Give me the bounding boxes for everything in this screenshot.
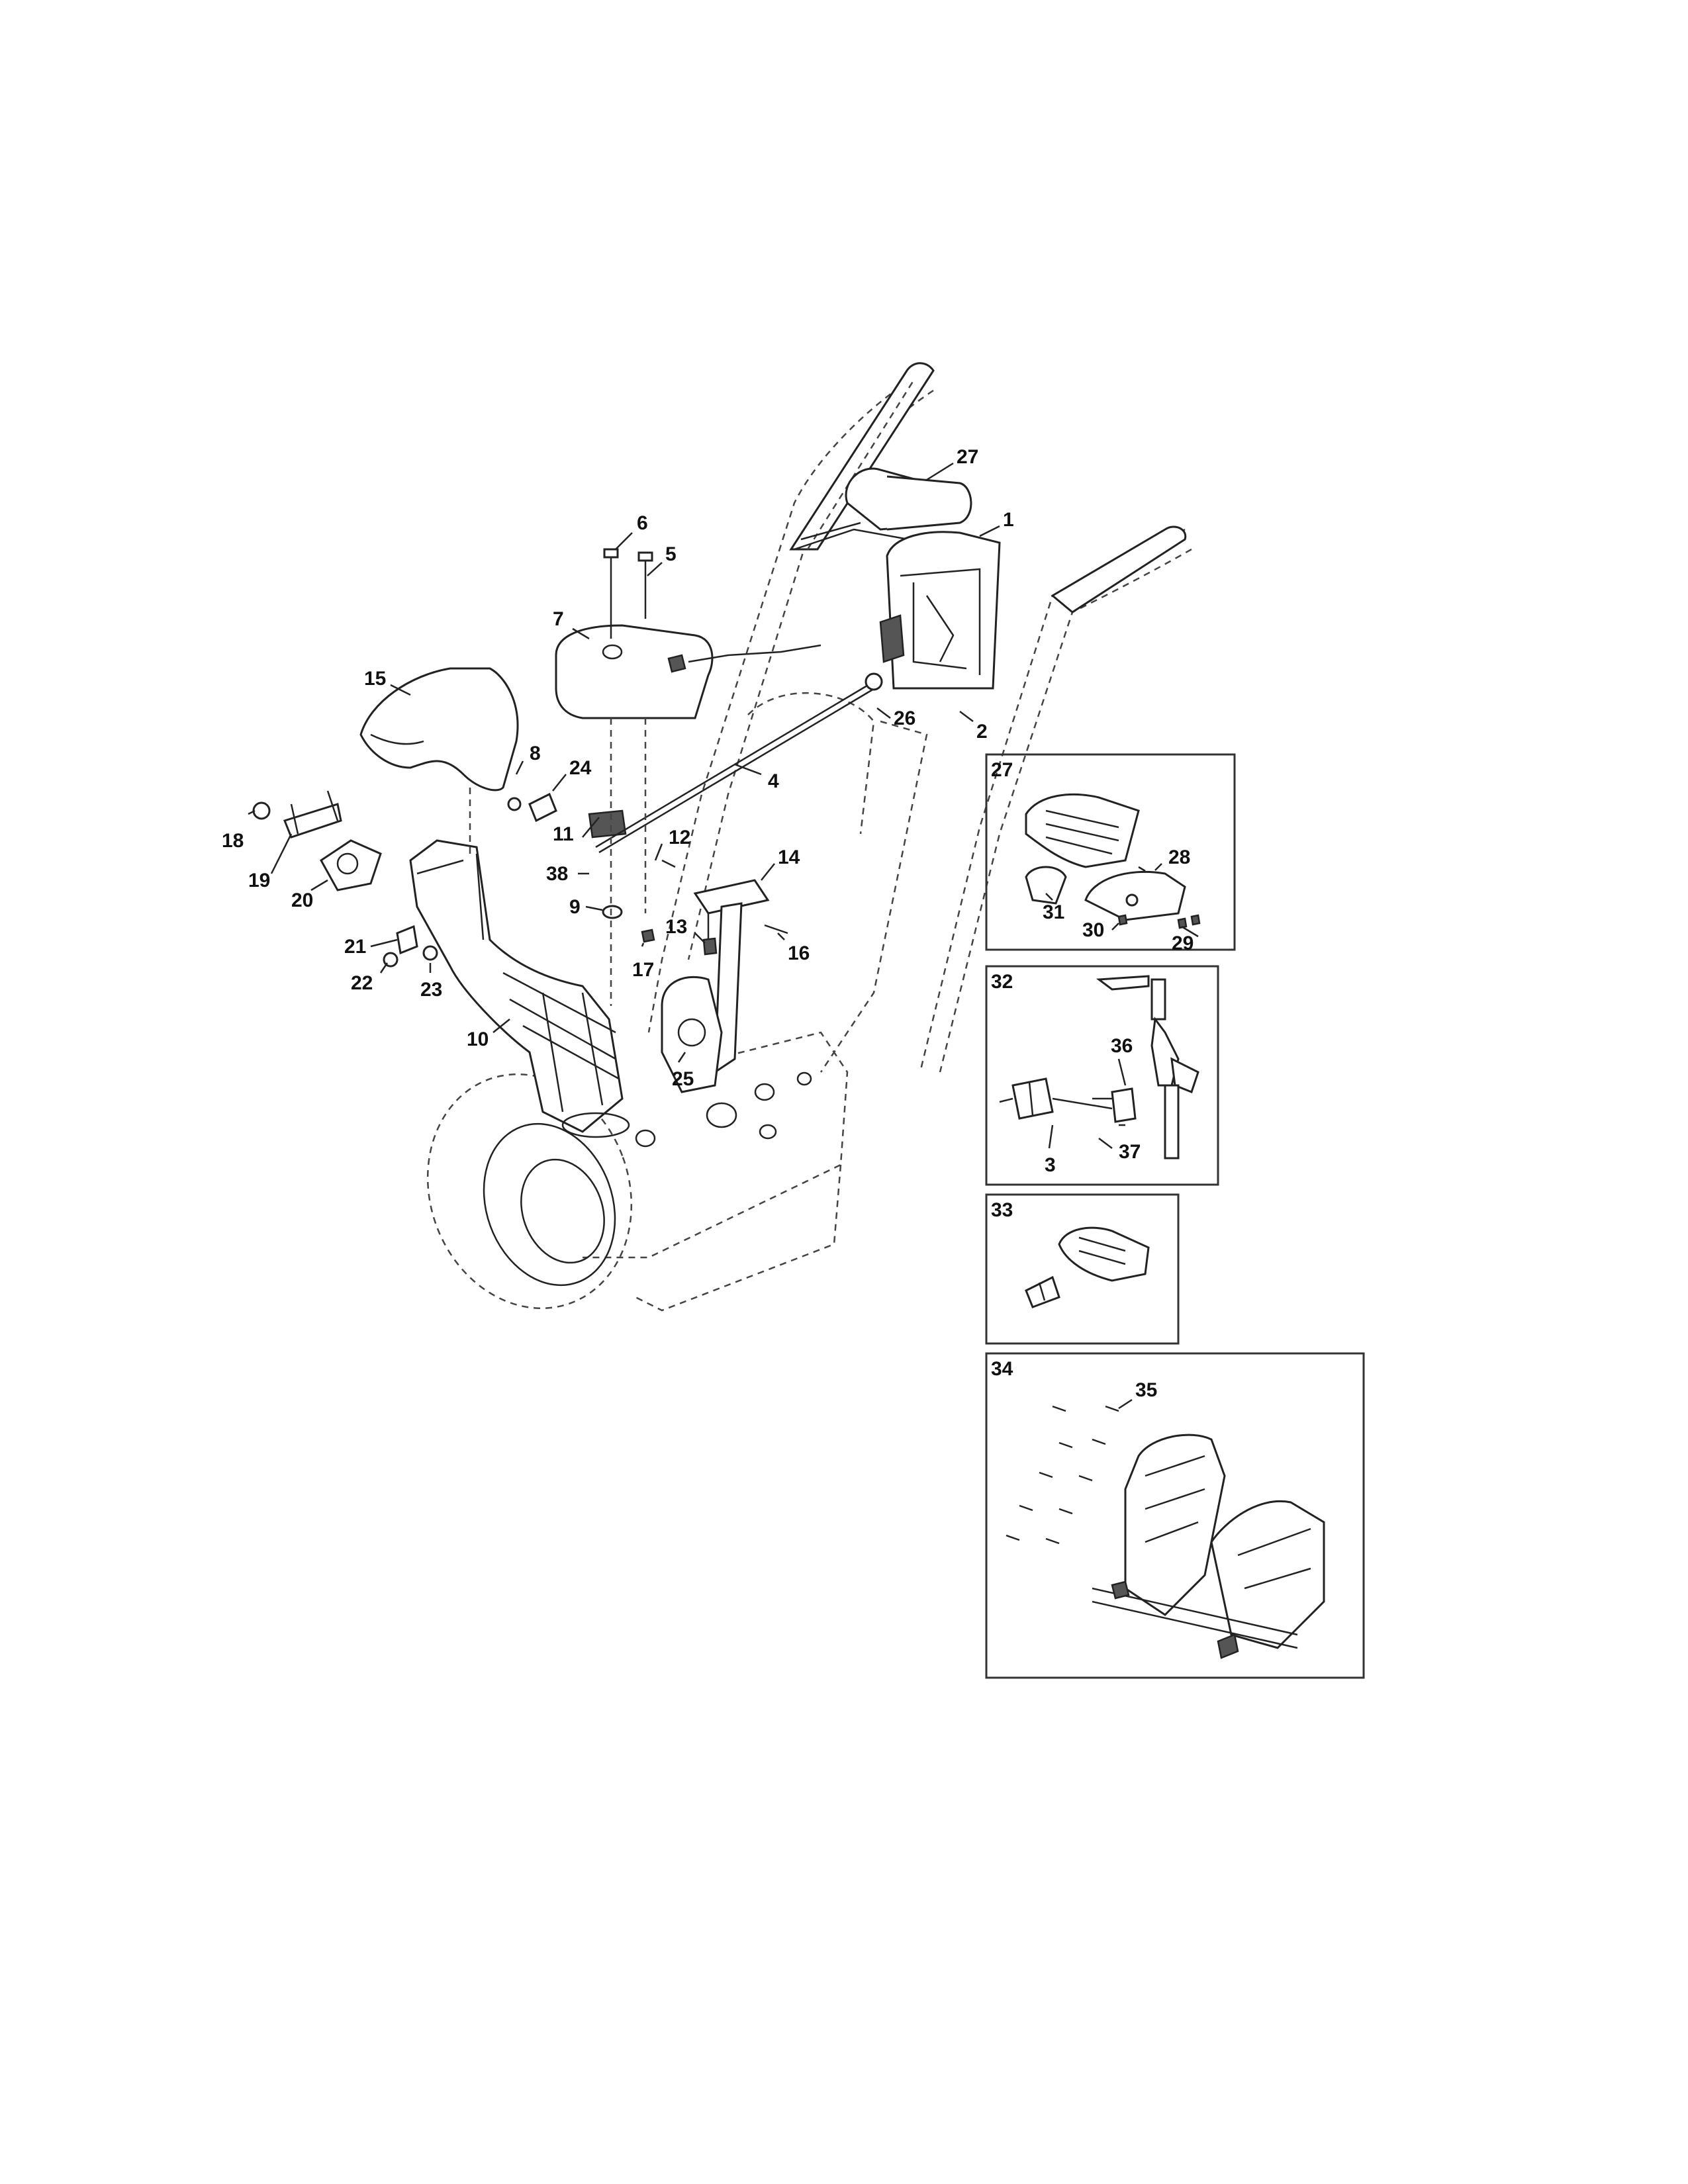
callout-label: 24 [569,757,592,779]
callout-label: 29 [1172,933,1194,954]
callout-label: 4 [768,770,779,792]
part-27-handle-assembly [794,467,972,551]
callout-label: 16 [788,942,810,964]
callout-label: 13 [665,916,687,938]
main-callouts: 27 1 2 26 4 6 5 7 15 8 24 11 12 38 14 9 [222,446,1014,1090]
callout-label: 5 [665,543,677,565]
callout-label: 26 [894,707,915,729]
part-25-gear-case [661,976,723,1093]
callout-label: 6 [637,512,648,534]
inset-title: 32 [991,971,1013,993]
callout-label: 23 [420,979,442,1001]
callout-label: 35 [1135,1379,1157,1401]
inset-34: 34 35 [985,1352,1365,1679]
callout-label: 8 [530,743,541,764]
pins [1006,1405,1119,1545]
callout-label: 18 [222,830,244,852]
inset-27: 27 28 29 30 31 [985,753,1236,954]
callout-label: 11 [553,823,574,845]
inset-32: 32 36 3 37 [985,965,1219,1186]
callout-label: 28 [1168,846,1190,868]
inset-title: 33 [991,1199,1013,1221]
callout-label: 21 [344,936,366,958]
part-24-discharge-chute [409,839,630,1138]
part-11-deflector [359,667,519,792]
callout-label: 37 [1119,1141,1141,1163]
callout-label: 7 [553,608,564,630]
callout-label: 36 [1111,1035,1133,1057]
alignment-lines [469,718,647,1006]
inset-33: 33 [985,1193,1180,1345]
callout-label: 30 [1082,919,1104,941]
parts-18-20-chute-crank [252,790,382,891]
handle-bars [789,362,1187,614]
bolts-5-6 [603,548,653,639]
callout-label: 3 [1045,1154,1056,1176]
callout-label: 12 [669,827,690,848]
part-7-chute-cover [555,624,821,719]
callout-label: 22 [351,972,373,994]
callout-label: 31 [1043,901,1064,923]
callout-label: 15 [364,668,386,690]
callout-label: 2 [976,721,988,743]
callout-label: 17 [632,959,654,981]
callout-label: 10 [467,1028,489,1050]
callout-label: 1 [1003,509,1014,531]
inset-title: 34 [991,1358,1013,1380]
callout-label: 14 [778,846,800,868]
inset-title: 27 [991,759,1013,781]
part-1-shift-housing [879,531,1001,690]
callout-label: 27 [957,446,978,468]
callout-label: 25 [672,1068,694,1090]
callout-label: 9 [569,896,581,918]
callout-label: 20 [291,889,313,911]
callout-label: 19 [248,870,270,891]
callout-label: 38 [546,863,568,885]
